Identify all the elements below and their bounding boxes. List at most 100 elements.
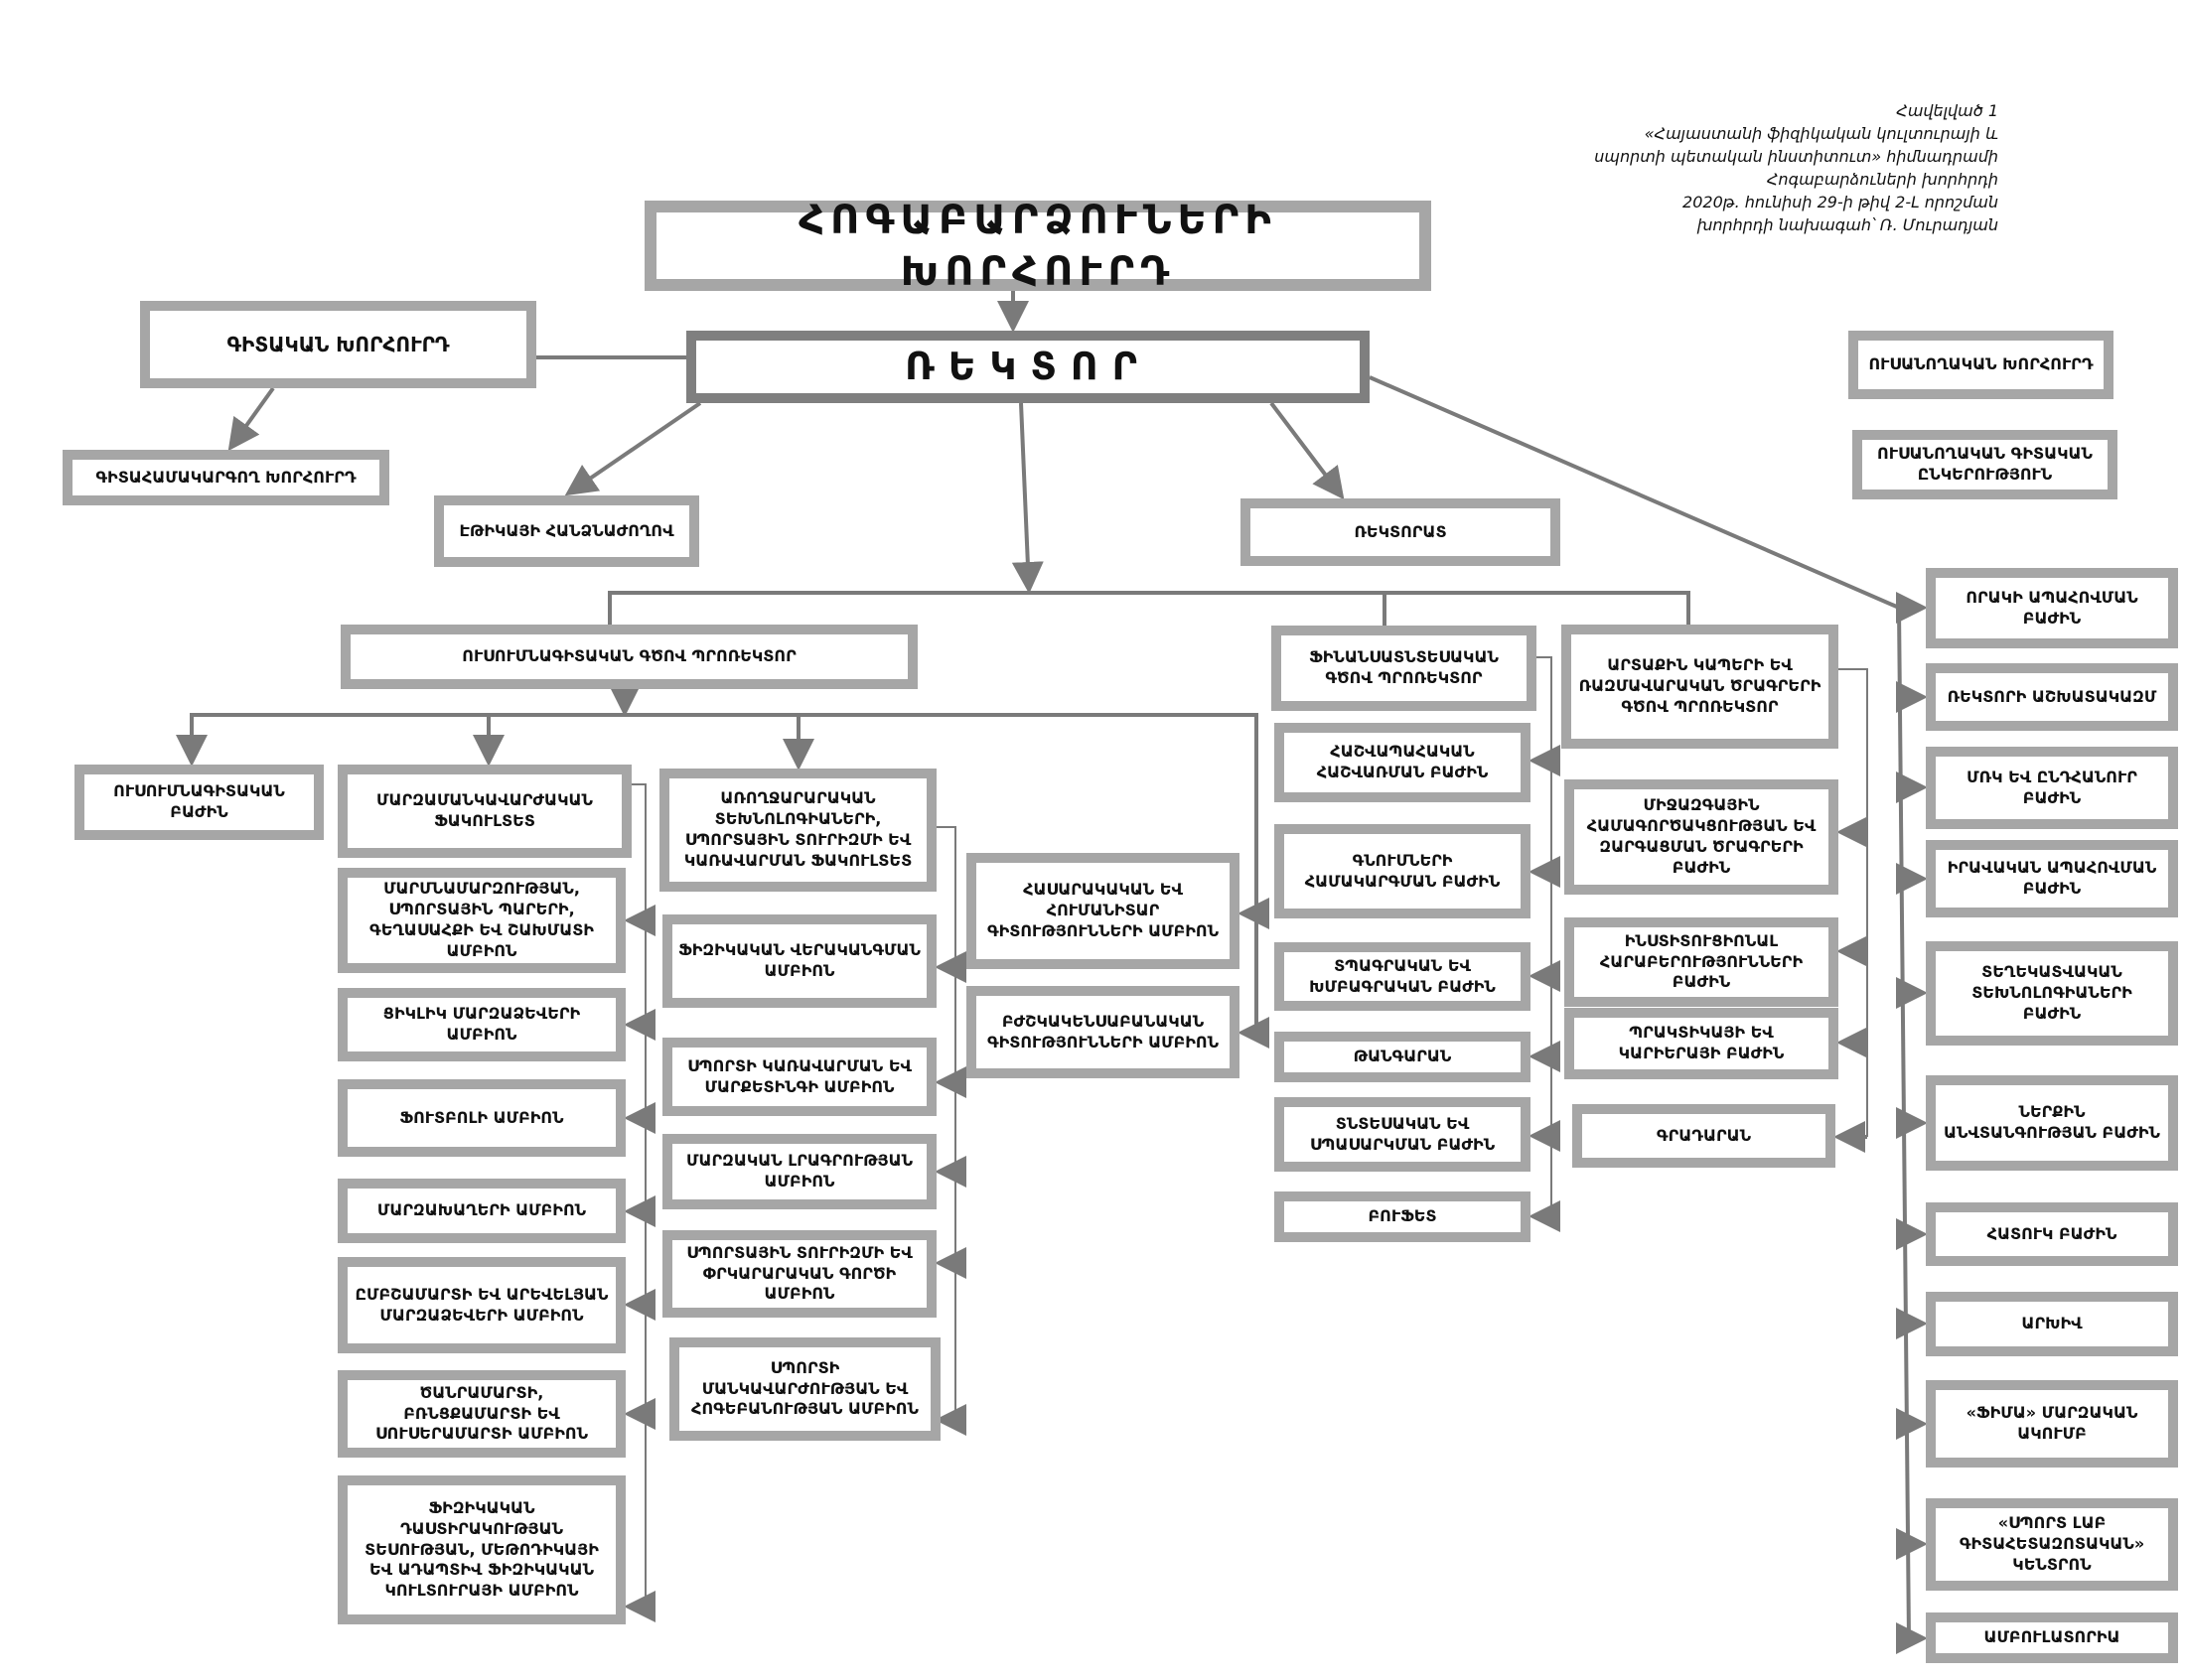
org-unit-fin-economic: ՏՆՏԵՍԱԿԱՆ ԵՎ ՍՊԱՍԱՐԿՄԱՆ ԲԱԺԻՆ	[1274, 1097, 1530, 1172]
note-line: Հավելված 1	[1896, 101, 1998, 120]
org-unit-label: ՈՒՍԱՆՈՂԱԿԱՆ ԽՈՐՀՈՒՐԴ	[1868, 354, 2094, 374]
org-unit-ch-football: ՖՈՒՏԲՈԼԻ ԱՄԲԻՈՆ	[338, 1079, 626, 1157]
org-unit-r-staff: ՌԵԿՏՈՐԻ ԱՇԽԱՏԱԿԱԶՄ	[1926, 663, 2178, 731]
org-unit-label: ԱՐԽԻՎ	[2021, 1314, 2083, 1333]
org-unit-label: ՀԱՏՈՒԿ ԲԱԺԻՆ	[1986, 1223, 2117, 1243]
org-unit-label: ՖՈՒՏԲՈԼԻ ԱՄԲԻՈՆ	[399, 1107, 564, 1127]
org-unit-r-legal: ԻՐԱՎԱԿԱՆ ԱՊԱՀՈՎՄԱՆ ԲԱԺԻՆ	[1926, 840, 2178, 917]
org-unit-student-council: ՈՒՍԱՆՈՂԱԿԱՆ ԽՈՐՀՈՒՐԴ	[1848, 331, 2113, 399]
org-unit-label: ՍՊՈՐՏԱՅԻՆ ՏՈՒՐԻԶՄԻ ԵՎ ՓՐԿԱՐԱՐԱԿԱՆ ԳՈՐԾԻ …	[686, 1242, 913, 1304]
org-unit-label: ԷԹԻԿԱՅԻ ՀԱՆՁՆԱԺՈՂՈՎ	[459, 520, 674, 540]
org-unit-label: ԱՐՏԱՔԻՆ ԿԱՊԵՐԻ ԵՎ ՌԱԶՄԱՎԱՐԱԿԱՆ ԾՐԱԳՐԵՐԻ …	[1578, 655, 1821, 716]
org-unit-label: ԳԻՏԱՀԱՄԱԿԱՐԳՈՂ ԽՈՐՀՈՒՐԴ	[95, 467, 357, 487]
org-unit-label: ՄՌԿ ԵՎ ԸՆԴՀԱՆՈՒՐ ԲԱԺԻՆ	[1966, 767, 2137, 807]
org-unit-science-coord-council: ԳԻՏԱՀԱՄԱԿԱՐԳՈՂ ԽՈՐՀՈՒՐԴ	[63, 450, 389, 505]
org-unit-r-security: ՆԵՐՔԻՆ ԱՆՎՏԱՆԳՈՒԹՅԱՆ ԲԱԺԻՆ	[1926, 1075, 2178, 1171]
note-line: սպորտի պետական ինստիտուտ» հիմնադրամի	[1594, 147, 1998, 166]
org-unit-ch-humanities: ՀԱՍԱՐԱԿԱԿԱՆ ԵՎ ՀՈՒՄԱՆԻՏԱՐ ԳԻՏՈՒԹՅՈՒՆՆԵՐԻ…	[966, 853, 1239, 969]
org-unit-label: ՏՆՏԵՍԱԿԱՆ ԵՎ ՍՊԱՍԱՐԿՄԱՆ ԲԱԺԻՆ	[1309, 1113, 1496, 1154]
note-line: 2020թ. հունիսի 29-ի թիվ 2-Լ որոշման	[1682, 193, 1998, 211]
org-unit-label: ՏԵՂԵԿԱՏՎԱԿԱՆ ՏԵԽՆՈԼՈԳԻԱՆԵՐԻ ԲԱԺԻՆ	[1971, 962, 2132, 1023]
org-unit-label: ՄԱՐԶԱՄԱՆԿԱՎԱՐԺԱԿԱՆ ՖԱԿՈՒԼՏԵՏ	[376, 790, 593, 830]
org-unit-board: ՀՈԳԱԲԱՐՁՈՒՆԵՐԻ ԽՈՐՀՈՒՐԴ	[645, 198, 1431, 295]
org-unit-ethics-committee: ԷԹԻԿԱՅԻ ՀԱՆՁՆԱԺՈՂՈՎ	[434, 495, 699, 567]
org-unit-ch-psychology: ՍՊՈՐՏԻ ՄԱՆԿԱՎԱՐԺՈՒԹՅԱՆ ԵՎ ՀՈԳԵԲԱՆՈՒԹՅԱՆ …	[669, 1337, 941, 1441]
org-unit-fac-health: ԱՌՈՂՋԱՐԱՐԱԿԱՆ ՏԵԽՆՈԼՈԳԻԱՆԵՐԻ, ՍՊՈՐՏԱՅԻՆ …	[659, 769, 937, 892]
org-unit-ch-rehab: ՖԻԶԻԿԱԿԱՆ ՎԵՐԱԿԱՆԳՄԱՆ ԱՄԲԻՈՆ	[662, 914, 937, 1008]
org-unit-label: ԱՌՈՂՋԱՐԱՐԱԿԱՆ ՏԵԽՆՈԼՈԳԻԱՆԵՐԻ, ՍՊՈՐՏԱՅԻՆ …	[683, 788, 913, 870]
org-unit-label: ՌԵԿՏՈՐԻ ԱՇԽԱՏԱԿԱԶՄ	[1947, 686, 2157, 706]
org-unit-label: ՄԱՐԶԱԿԱՆ ԼՐԱԳՐՈՒԹՅԱՆ ԱՄԲԻՈՆ	[685, 1151, 914, 1190]
org-unit-r-it: ՏԵՂԵԿԱՏՎԱԿԱՆ ՏԵԽՆՈԼՈԳԻԱՆԵՐԻ ԲԱԺԻՆ	[1926, 941, 2178, 1046]
org-unit-label: ՈՒՍՈՒՄՆԱԳԻՏԱԿԱՆ ԳԾՈՎ ՊՐՈՌԵԿՏՈՐ	[462, 646, 797, 666]
approval-note: Հավելված 1 «Հայաստանի ֆիզիկական կուլտուր…	[1594, 99, 1998, 236]
org-unit-label: ՀԱՍԱՐԱԿԱԿԱՆ ԵՎ ՀՈՒՄԱՆԻՏԱՐ ԳԻՏՈՒԹՅՈՒՆՆԵՐԻ…	[986, 880, 1220, 940]
org-unit-label: ԻՆՍՏԻՏՈՒՑԻՈՆԱԼ ՀԱՐԱԲԵՐՈՒԹՅՈՒՆՆԵՐԻ ԲԱԺԻՆ	[1599, 930, 1804, 992]
org-unit-fin-buffet: ԲՈՒՖԵՏ	[1274, 1191, 1530, 1242]
org-unit-label: ՑԻԿԼԻԿ ՄԱՐԶԱՁԵՎԵՐԻ ԱՄԲԻՈՆ	[382, 1004, 581, 1044]
org-unit-label: ՖԻԶԻԿԱԿԱՆ ՎԵՐԱԿԱՆԳՄԱՆ ԱՄԲԻՈՆ	[678, 940, 921, 980]
org-unit-r-fima: «ՖԻՄԱ» ՄԱՐԶԱԿԱՆ ԱԿՈՒՄԲ	[1926, 1380, 2178, 1468]
org-unit-rector: ՌԵԿՏՈՐ	[686, 331, 1370, 403]
org-unit-fin-procurement: ԳՆՈՒՄՆԵՐԻ ՀԱՄԱԿԱՐԳՄԱՆ ԲԱԺԻՆ	[1274, 824, 1530, 918]
org-unit-label: ԳՐԱԴԱՐԱՆ	[1656, 1125, 1752, 1145]
org-unit-label: ՄԻՋԱԶԳԱՅԻՆ ՀԱՄԱԳՈՐԾԱԿՑՈՒԹՅԱՆ ԵՎ ԶԱՐԳԱՑՄԱ…	[1586, 795, 1817, 877]
org-unit-ch-weightlifting: ԾԱՆՐԱՄԱՐՏԻ, ԲՌՆՑՔԱՄԱՐՏԻ ԵՎ ՍՈՒՍԵՐԱՄԱՐՏԻ …	[338, 1370, 626, 1458]
org-unit-ch-tourism: ՍՊՈՐՏԱՅԻՆ ՏՈՒՐԻԶՄԻ ԵՎ ՓՐԿԱՐԱՐԱԿԱՆ ԳՈՐԾԻ …	[662, 1230, 937, 1318]
org-unit-vr-finance: ՖԻՆԱՆՍԱՏՆՏԵՍԱԿԱՆ ԳԾՈՎ ՊՐՈՌԵԿՏՈՐ	[1271, 626, 1536, 711]
org-unit-scientific-council: ԳԻՏԱԿԱՆ ԽՈՐՀՈՒՐԴ	[140, 301, 536, 388]
org-unit-label: ՄԱՐԶԱԽԱՂԵՐԻ ԱՄԲԻՈՆ	[376, 1200, 587, 1220]
org-unit-label: ԳԻՏԱԿԱՆ ԽՈՐՀՈՒՐԴ	[226, 333, 450, 356]
org-unit-label: ՖԻՆԱՆՍԱՏՆՏԵՍԱԿԱՆ ԳԾՈՎ ՊՐՈՌԵԿՏՈՐ	[1309, 647, 1499, 687]
org-unit-rectorate: ՌԵԿՏՈՐԱՏ	[1240, 498, 1560, 566]
org-unit-label: ԾԱՆՐԱՄԱՐՏԻ, ԲՌՆՑՔԱՄԱՐՏԻ ԵՎ ՍՈՒՍԵՐԱՄԱՐՏԻ …	[374, 1382, 589, 1444]
org-unit-r-hr: ՄՌԿ ԵՎ ԸՆԴՀԱՆՈՒՐ ԲԱԺԻՆ	[1926, 747, 2178, 829]
org-unit-r-archive: ԱՐԽԻՎ	[1926, 1292, 2178, 1356]
org-unit-label: ԲԺՇԿԱԿԵՆՍԱԲԱՆԱԿԱՆ ԳԻՏՈՒԹՅՈՒՆՆԵՐԻ ԱՄԲԻՈՆ	[986, 1011, 1220, 1051]
org-unit-label: «ՖԻՄԱ» ՄԱՐԶԱԿԱՆ ԱԿՈՒՄԲ	[1966, 1403, 2138, 1443]
org-unit-ch-wrestling: ԸՄԲՇԱՄԱՐՏԻ ԵՎ ԱՐԵՎԵԼՅԱՆ ՄԱՐԶԱՁԵՎԵՐԻ ԱՄԲԻ…	[338, 1257, 626, 1353]
org-unit-label: ՍՊՈՐՏԻ ՄԱՆԿԱՎԱՐԺՈՒԹՅԱՆ ԵՎ ՀՈԳԵԲԱՆՈՒԹՅԱՆ …	[691, 1357, 919, 1419]
org-unit-label: ՈՒՍԱՆՈՂԱԿԱՆ ԳԻՏԱԿԱՆ ԸՆԿԵՐՈՒԹՅՈՒՆ	[1877, 444, 2093, 484]
org-unit-ch-pe-theory: ՖԻԶԻԿԱԿԱՆ ԴԱՍՏԻՐԱԿՈՒԹՅԱՆ ՏԵՍՈՒԹՅԱՆ, ՄԵԹՈ…	[338, 1475, 626, 1624]
org-unit-label: ՊՐԱԿՏԻԿԱՅԻ ԵՎ ԿԱՐԻԵՐԱՅԻ ԲԱԺԻՆ	[1618, 1023, 1785, 1062]
org-unit-label: ՆԵՐՔԻՆ ԱՆՎՏԱՆԳՈՒԹՅԱՆ ԲԱԺԻՆ	[1944, 1102, 2160, 1142]
org-unit-ext-institutional: ԻՆՍՏԻՏՈՒՑԻՈՆԱԼ ՀԱՐԱԲԵՐՈՒԹՅՈՒՆՆԵՐԻ ԲԱԺԻՆ	[1564, 917, 1838, 1007]
org-unit-academic-dept: ՈՒՍՈՒՄՆԱԳԻՏԱԿԱՆ ԲԱԺԻՆ	[74, 765, 324, 840]
org-unit-label: ՀՈԳԱԲԱՐՁՈՒՆԵՐԻ ԽՈՐՀՈՒՐԴ	[799, 197, 1277, 295]
org-unit-label: ՈՐԱԿԻ ԱՊԱՀՈՎՄԱՆ ԲԱԺԻՆ	[1966, 587, 2138, 628]
org-unit-label: «ՍՊՈՐՏ ԼԱԲ ԳԻՏԱՀԵՏԱԶՈՏԱԿԱՆ» ԿԵՆՏՐՈՆ	[1959, 1513, 2145, 1574]
org-unit-ch-medical: ԲԺՇԿԱԿԵՆՍԱԲԱՆԱԿԱՆ ԳԻՏՈՒԹՅՈՒՆՆԵՐԻ ԱՄԲԻՈՆ	[966, 986, 1239, 1078]
org-unit-ch-gymnastics: ՄԱՐՄՆԱՄԱՐԶՈՒԹՅԱՆ, ՍՊՈՐՏԱՅԻՆ ՊԱՐԵՐԻ, ԳԵՂԱ…	[338, 868, 626, 973]
org-unit-student-sci-society: ՈՒՍԱՆՈՂԱԿԱՆ ԳԻՏԱԿԱՆ ԸՆԿԵՐՈՒԹՅՈՒՆ	[1852, 430, 2117, 499]
org-unit-label: ԳՆՈՒՄՆԵՐԻ ՀԱՄԱԿԱՐԳՄԱՆ ԲԱԺԻՆ	[1304, 850, 1501, 891]
org-unit-ch-cyclic: ՑԻԿԼԻԿ ՄԱՐԶԱՁԵՎԵՐԻ ԱՄԲԻՈՆ	[338, 988, 626, 1061]
org-unit-ch-sport-mgmt: ՍՊՈՐՏԻ ԿԱՌԱՎԱՐՄԱՆ ԵՎ ՄԱՐՔԵՏԻՆԳԻ ԱՄԲԻՈՆ	[662, 1038, 937, 1116]
org-unit-label: ՍՊՈՐՏԻ ԿԱՌԱՎԱՐՄԱՆ ԵՎ ՄԱՐՔԵՏԻՆԳԻ ԱՄԲԻՈՆ	[687, 1055, 912, 1096]
org-unit-fin-museum: ԹԱՆԳԱՐԱՆ	[1274, 1032, 1530, 1082]
org-unit-label: ՖԻԶԻԿԱԿԱՆ ԴԱՍՏԻՐԱԿՈՒԹՅԱՆ ՏԵՍՈՒԹՅԱՆ, ՄԵԹՈ…	[364, 1498, 599, 1601]
note-line: «Հայաստանի ֆիզիկական կուլտուրայի և	[1644, 124, 1998, 143]
note-line: Հոգաբարձուների խորհրդի	[1766, 170, 1998, 189]
org-unit-r-ambulatory: ԱՄԲՈՒԼԱՏՈՐԻԱ	[1926, 1612, 2178, 1663]
org-unit-ch-journalism: ՄԱՐԶԱԿԱՆ ԼՐԱԳՐՈՒԹՅԱՆ ԱՄԲԻՈՆ	[662, 1134, 937, 1209]
org-unit-label: ԸՄԲՇԱՄԱՐՏԻ ԵՎ ԱՐԵՎԵԼՅԱՆ ՄԱՐԶԱՁԵՎԵՐԻ ԱՄԲԻ…	[355, 1284, 609, 1325]
org-unit-r-quality: ՈՐԱԿԻ ԱՊԱՀՈՎՄԱՆ ԲԱԺԻՆ	[1926, 568, 2178, 648]
org-unit-label: ՈՒՍՈՒՄՆԱԳԻՏԱԿԱՆ ԲԱԺԻՆ	[113, 781, 285, 821]
org-unit-fin-accounting: ՀԱՇՎԱՊԱՀԱԿԱՆ ՀԱՇՎԱՌՄԱՆ ԲԱԺԻՆ	[1274, 723, 1530, 802]
org-unit-vr-external: ԱՐՏԱՔԻՆ ԿԱՊԵՐԻ ԵՎ ՌԱԶՄԱՎԱՐԱԿԱՆ ԾՐԱԳՐԵՐԻ …	[1561, 625, 1838, 749]
org-unit-label: ԹԱՆԳԱՐԱՆ	[1353, 1047, 1452, 1066]
org-unit-vr-academic: ՈՒՍՈՒՄՆԱԳԻՏԱԿԱՆ ԳԾՈՎ ՊՐՈՌԵԿՏՈՐ	[341, 625, 918, 689]
org-unit-fin-printing: ՏՊԱԳՐԱԿԱՆ ԵՎ ԽՄԲԱԳՐԱԿԱՆ ԲԱԺԻՆ	[1274, 942, 1530, 1011]
org-unit-ext-career: ՊՐԱԿՏԻԿԱՅԻ ԵՎ ԿԱՐԻԵՐԱՅԻ ԲԱԺԻՆ	[1564, 1008, 1838, 1079]
org-unit-label: ԱՄԲՈՒԼԱՏՈՐԻԱ	[1983, 1627, 2120, 1647]
org-unit-fac-sport-ped: ՄԱՐԶԱՄԱՆԿԱՎԱՐԺԱԿԱՆ ՖԱԿՈՒԼՏԵՏ	[338, 765, 632, 858]
org-unit-ch-games: ՄԱՐԶԱԽԱՂԵՐԻ ԱՄԲԻՈՆ	[338, 1179, 626, 1243]
org-unit-label: ԲՈՒՖԵՏ	[1368, 1206, 1437, 1226]
note-line: խորհրդի նախագահ՝ Ռ. Մուրադյան	[1696, 215, 1998, 234]
org-unit-r-special: ՀԱՏՈՒԿ ԲԱԺԻՆ	[1926, 1202, 2178, 1266]
org-unit-label: ՏՊԱԳՐԱԿԱՆ ԵՎ ԽՄԲԱԳՐԱԿԱՆ ԲԱԺԻՆ	[1309, 955, 1496, 996]
org-unit-label: ՀԱՇՎԱՊԱՀԱԿԱՆ ՀԱՇՎԱՌՄԱՆ ԲԱԺԻՆ	[1316, 742, 1489, 781]
